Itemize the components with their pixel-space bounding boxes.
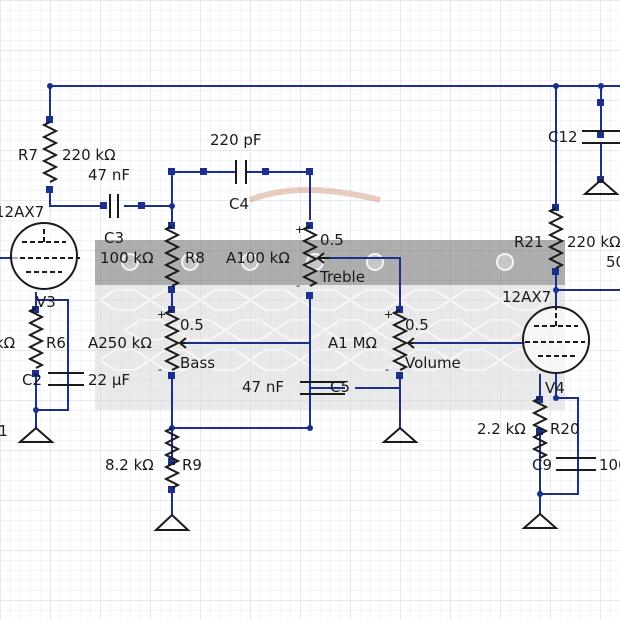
resistor-r21 (547, 207, 565, 269)
potentiometer-bass (163, 309, 187, 371)
svg-text:-: - (296, 279, 300, 292)
r7-value: 220 kΩ (62, 146, 116, 164)
r21-ref: R21 (514, 233, 544, 251)
c2-value: 22 µF (88, 371, 130, 389)
c9-value: 100 (599, 456, 620, 474)
treble-wiper: 0.5 (320, 231, 344, 249)
svg-text:+: + (384, 308, 393, 321)
v3-type: 12AX7 (0, 203, 44, 221)
capacitor-c3 (109, 194, 119, 218)
r21-value: 220 kΩ (567, 233, 620, 251)
svg-text:+: + (157, 308, 166, 321)
treble-label: Treble (319, 268, 365, 286)
svg-text:+: + (295, 223, 304, 236)
c2-ref: C2 (22, 371, 42, 389)
c4-value: 220 pF (210, 131, 262, 149)
bass-label: Bass (180, 354, 215, 372)
capacitor-c12 (582, 130, 620, 144)
potentiometer-volume (391, 309, 415, 371)
r6-value: kΩ (0, 334, 15, 352)
c5-ref: C5 (330, 378, 350, 396)
r6-ref: R6 (46, 334, 66, 352)
c12-ref: C12 (548, 128, 578, 146)
c3-ref: C3 (104, 229, 124, 247)
r9-value: 8.2 kΩ (105, 456, 154, 474)
r8-ref: R8 (185, 249, 205, 267)
capacitor-c2 (48, 372, 84, 386)
potentiometer-treble (301, 225, 330, 287)
resistor-r6 (27, 307, 45, 369)
ground-symbols (17, 178, 620, 531)
c5-value: 47 nF (242, 378, 284, 396)
treble-pot-ref: A100 kΩ (226, 249, 290, 267)
volume-wiper: 0.5 (405, 316, 429, 334)
resistor-r20 (531, 397, 549, 459)
r21-extra: 50 (606, 253, 620, 271)
c9-ref: C9 (532, 456, 552, 474)
resistor-r9 (163, 427, 181, 489)
tube-v3 (10, 222, 80, 290)
v3-ref: V3 (36, 293, 56, 311)
capacitor-c9 (556, 457, 596, 471)
volume-label: Volume (405, 354, 461, 372)
r7-ref: R7 (18, 146, 38, 164)
capacitor-c4 (235, 160, 247, 184)
resistor-r8 (163, 225, 181, 287)
volume-pot-ref: A1 MΩ (328, 334, 377, 352)
r20-ref: R20 (550, 420, 580, 438)
bass-pot-ref: A250 kΩ (88, 334, 152, 352)
r20-value: 2.2 kΩ (477, 420, 526, 438)
bass-wiper: 0.5 (180, 316, 204, 334)
v4-type: 12AX7 (502, 288, 551, 306)
c3-value: 47 nF (88, 166, 130, 184)
wires (0, 85, 620, 515)
svg-text:-: - (385, 363, 389, 376)
r9-ref: R9 (182, 456, 202, 474)
v4-ref: V4 (545, 379, 565, 397)
svg-text:-: - (158, 363, 162, 376)
tube-v4 (522, 306, 590, 374)
r1-ref: R1 (0, 422, 8, 440)
c4-ref: C4 (229, 195, 249, 213)
resistor-r7 (41, 121, 59, 183)
polarity-signs: + - + - + - (157, 223, 393, 376)
r8-value: 100 kΩ (100, 249, 154, 267)
capacitor-c5 (300, 381, 345, 395)
